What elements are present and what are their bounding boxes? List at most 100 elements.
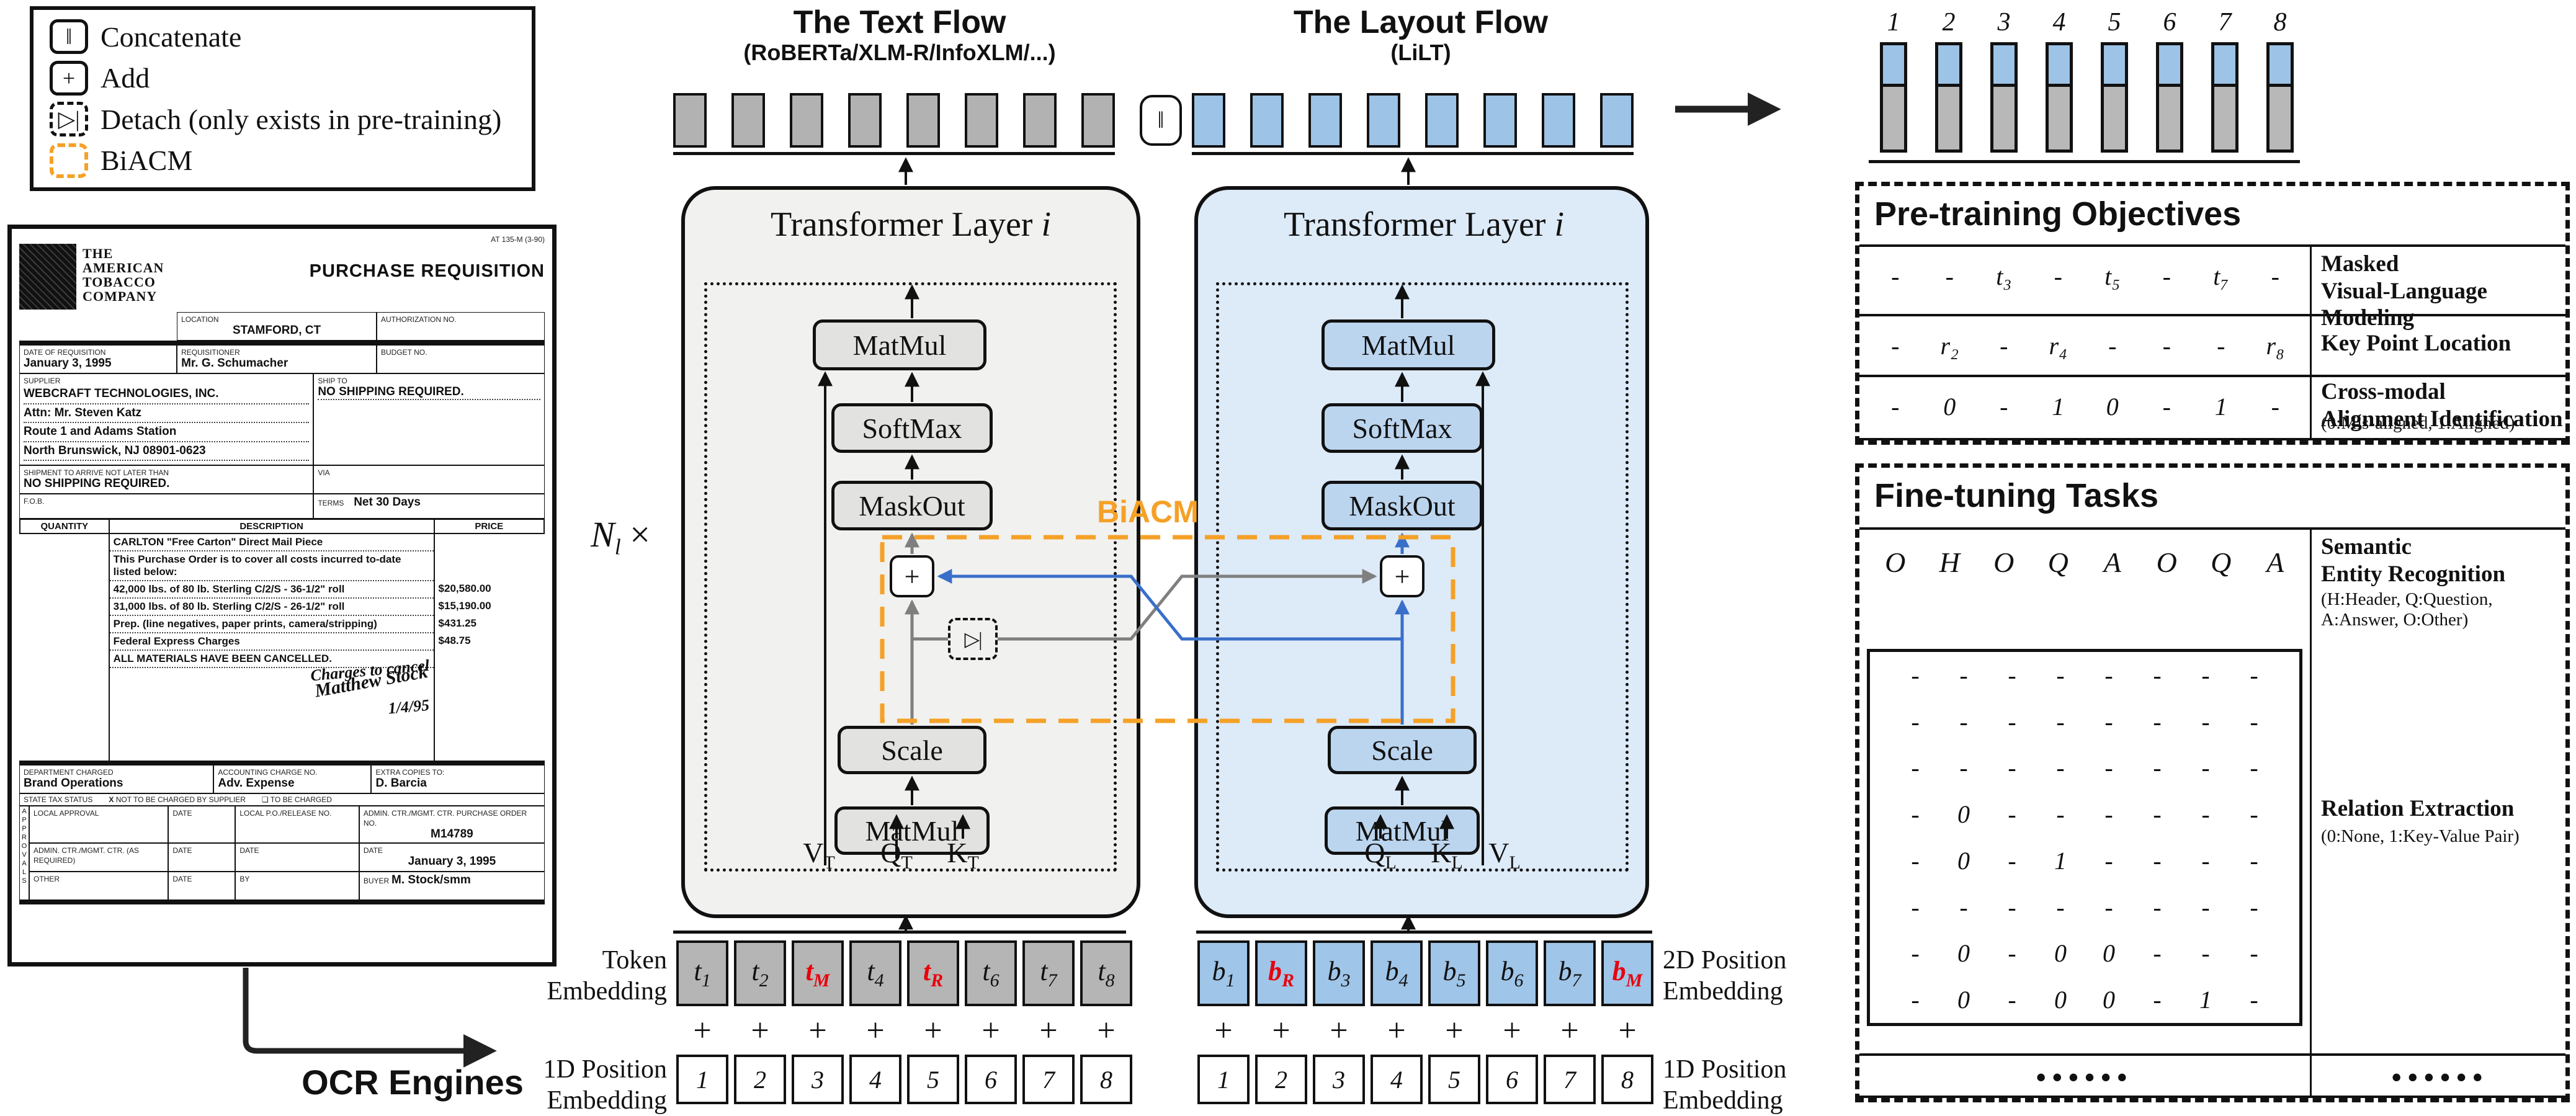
legend-label: Add xyxy=(101,62,150,94)
layout-scale-block: Scale xyxy=(1328,726,1477,774)
divider xyxy=(19,341,545,345)
output-stacked-bar xyxy=(2266,42,2294,153)
add-symbol: + xyxy=(693,1013,712,1048)
re-matrix-row: -------- xyxy=(1911,754,2258,782)
token-sum-line xyxy=(673,931,1126,934)
doc-shipment-value: NO SHIPPING REQUIRED. xyxy=(24,477,170,490)
table-row: This Purchase Order is to cover all cost… xyxy=(20,551,544,581)
text-softmax-block: SoftMax xyxy=(831,403,993,453)
ellipsis-dots-right: •••••• xyxy=(2391,1061,2489,1093)
token-embedding-cell: tM xyxy=(792,940,844,1006)
output-index: 4 xyxy=(2052,8,2066,37)
table-row: Federal Express Charges$48.75 xyxy=(20,633,544,651)
box-embedding-cell: b1 xyxy=(1197,940,1250,1006)
add-symbol: + xyxy=(1039,1013,1058,1048)
layout-softmax-block: SoftMax xyxy=(1322,403,1483,453)
ocr-engines-label: OCR Engines xyxy=(302,1063,524,1102)
finetuning-title: Fine-tuning Tasks xyxy=(1874,477,2159,514)
pos1d-cell: 6 xyxy=(965,1055,1017,1104)
doc-budget-cell: BUDGET NO. xyxy=(376,345,545,373)
divider xyxy=(19,900,545,904)
divider xyxy=(1859,1096,2565,1098)
token-embedding-cell: t6 xyxy=(965,940,1017,1006)
doc-location-cell: LOCATION STAMFORD, CT xyxy=(177,312,377,341)
divider xyxy=(1859,438,2565,440)
doc-buyer-cell: BUYER M. Stock/smm xyxy=(359,872,545,900)
layout-hidden-bar xyxy=(1483,93,1517,148)
layout-hidden-bar xyxy=(1600,93,1634,148)
doc-buyer-value: M. Stock/smm xyxy=(391,873,471,886)
table-row: 31,000 lbs. of 80 lb. Sterling C/2/S - 2… xyxy=(20,598,544,616)
doc-qty-header: QUANTITY xyxy=(19,519,110,534)
doc-supplier-label: SUPPLIER xyxy=(24,377,61,385)
doc-fob-cell: F.O.B. xyxy=(19,494,314,519)
doc-acct-cell: ACCOUNTING CHARGE NO. Adv. Expense xyxy=(213,765,372,793)
text-add-node: + xyxy=(890,555,934,597)
box-embedding-cell: bM xyxy=(1601,940,1653,1006)
doc-admin-cell: ADMIN. CTR./MGMT. CTR. (AS REQUIRED) xyxy=(29,843,169,872)
pos1d-cell: 5 xyxy=(907,1055,959,1104)
add-symbol: + xyxy=(1214,1013,1233,1048)
pos1d-cell: 8 xyxy=(1080,1055,1132,1104)
doc-item-desc: Prep. (line negatives, paper prints, cam… xyxy=(109,615,434,633)
output-stacked-bar xyxy=(2046,42,2073,153)
layout-bars-underline xyxy=(1192,152,1634,155)
add-symbol: + xyxy=(808,1013,827,1048)
doc-item-desc: This Purchase Order is to cover all cost… xyxy=(109,551,434,581)
layout-maskout-block: MaskOut xyxy=(1322,481,1483,530)
output-index: 6 xyxy=(2163,8,2176,37)
doc-item-price xyxy=(433,650,544,667)
doc-requisitioner-cell: REQUISITIONER Mr. G. Schumacher xyxy=(177,345,377,373)
text-hidden-bar xyxy=(1023,93,1057,148)
divider xyxy=(2310,527,2312,1096)
doc-shipment-cell: SHIPMENT TO ARRIVE NOT LATER THAN NO SHI… xyxy=(19,465,314,494)
layout-hidden-bar xyxy=(1542,93,1575,148)
doc-copies-value: D. Barcia xyxy=(375,777,427,790)
doc-date-label: DATE OF REQUISITION xyxy=(24,348,106,357)
pos1d-cell: 5 xyxy=(1428,1055,1480,1104)
text-hidden-bar xyxy=(1081,93,1115,148)
box-embedding-cell: b4 xyxy=(1371,940,1423,1006)
legend-item-detach: ▷| Detach (only exists in pre-training) xyxy=(50,102,532,137)
doc-items-table: QUANTITY DESCRIPTION PRICE CARLTON "Free… xyxy=(19,519,545,761)
pretraining-title: Pre-training Objectives xyxy=(1874,195,2242,233)
pos1d-cell: 3 xyxy=(1313,1055,1365,1104)
doc-date-col: DATE xyxy=(235,843,359,872)
layout-hidden-bar xyxy=(1425,93,1459,148)
ocr-arrow xyxy=(243,968,497,1068)
add-icon: + xyxy=(50,60,88,96)
text-scale-block: Scale xyxy=(838,726,986,774)
legend-label: BiACM xyxy=(101,145,193,177)
text-hidden-bar xyxy=(906,93,940,148)
output-index: 8 xyxy=(2273,8,2287,37)
token-embedding-cell: t2 xyxy=(734,940,786,1006)
doc-desc-header: DESCRIPTION xyxy=(108,519,435,534)
table-row: ALL MATERIALS HAVE BEEN CANCELLED. xyxy=(20,650,544,668)
pos1d-cell: 3 xyxy=(792,1055,844,1104)
re-matrix: -------- -------- -------- -0------ -0-1… xyxy=(1867,649,2302,1026)
doc-acct-value: Adv. Expense xyxy=(218,777,295,790)
re-matrix-row: -------- xyxy=(1911,661,2258,689)
legend-item-concatenate: ‖ Concatenate xyxy=(50,19,532,55)
tax-unchecked-mark: ❑ xyxy=(261,795,269,804)
pos1d-cell: 1 xyxy=(676,1055,728,1104)
re-matrix-row: -------- xyxy=(1911,893,2258,921)
re-matrix-row: -------- xyxy=(1911,707,2258,736)
doc-date-col: DATE xyxy=(168,806,236,843)
layout-sum-line xyxy=(1196,931,1652,934)
doc-fob-label: F.O.B. xyxy=(24,497,45,506)
detach-node: ▷| xyxy=(948,618,998,660)
doc-terms-cell: TERMS Net 30 Days xyxy=(313,494,545,519)
concatenate-node: ‖ xyxy=(1140,95,1182,146)
text-q-label: QT xyxy=(880,837,913,873)
add-symbol: + xyxy=(1330,1013,1348,1048)
doc-item-price: $15,190.00 xyxy=(433,598,544,615)
text-maskout-block: MaskOut xyxy=(831,481,993,530)
doc-budget-label: BUDGET NO. xyxy=(380,348,427,357)
doc-date-col: DATE xyxy=(168,843,236,872)
